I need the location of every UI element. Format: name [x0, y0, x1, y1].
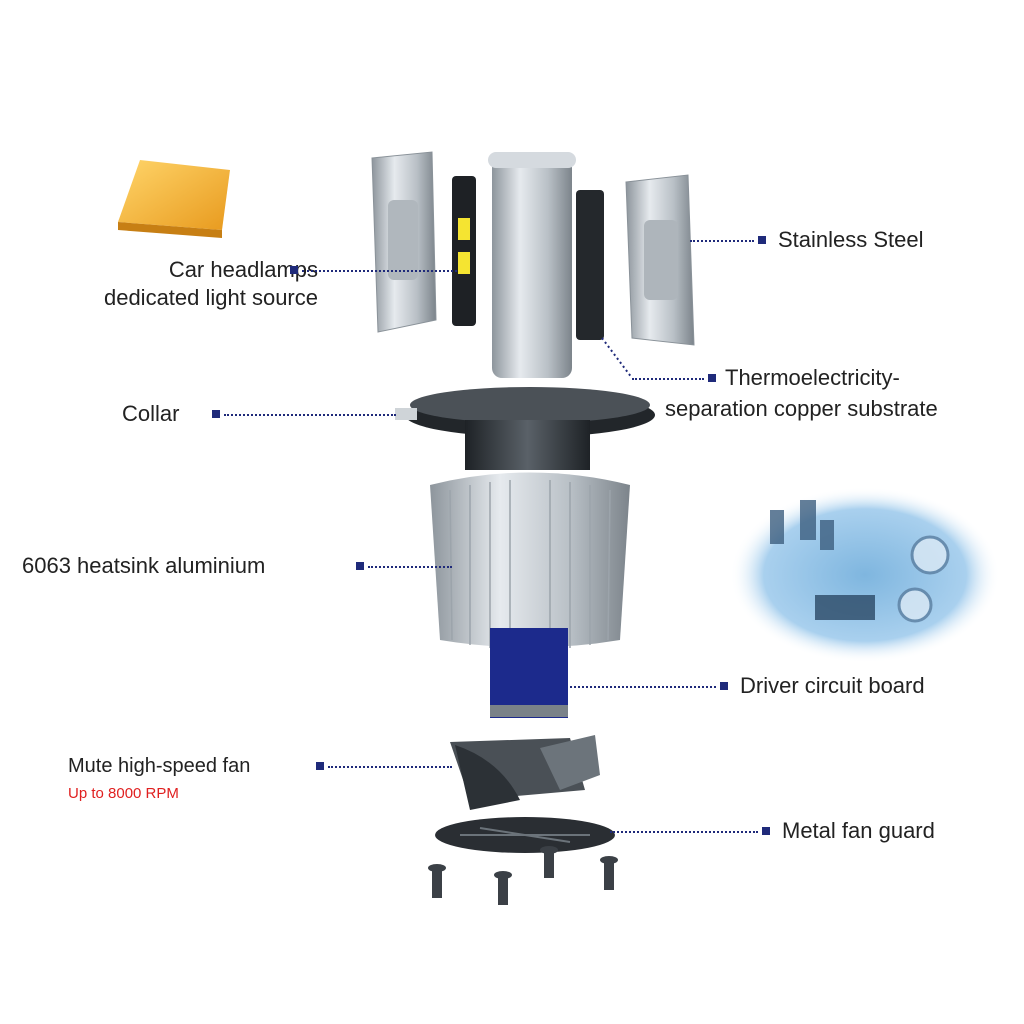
label-stainless-steel: Stainless Steel: [778, 227, 924, 252]
bullet-copper: [708, 374, 716, 382]
leader-stainless-steel: [690, 240, 754, 242]
bullet-light-source: [290, 266, 298, 274]
label-heatsink: 6063 heatsink aluminium: [22, 553, 266, 578]
label-fan-rpm: Up to 8000 RPM: [68, 785, 179, 802]
label-light-source-line2: dedicated light source: [103, 285, 318, 310]
screws: [428, 846, 618, 905]
leader-driver: [570, 686, 716, 688]
circuit-board-photo: [730, 487, 1000, 663]
leader-collar: [224, 414, 396, 416]
label-copper-line2: separation copper substrate: [665, 396, 938, 421]
label-fan: Mute high-speed fan: [68, 755, 251, 777]
bullet-fan: [316, 762, 324, 770]
label-collar: Collar: [122, 401, 180, 426]
bullet-stainless-steel: [758, 236, 766, 244]
fan: [450, 735, 600, 810]
bullet-fan-guard: [762, 827, 770, 835]
leader-heatsink: [368, 566, 452, 568]
label-light-source-line1: Car headlamps: [168, 257, 318, 282]
bullet-heatsink: [356, 562, 364, 570]
bullet-driver: [720, 682, 728, 690]
leader-light-source: [302, 270, 457, 272]
label-fan-guard: Metal fan guard: [782, 818, 935, 843]
leader-copper: [632, 378, 704, 380]
bulb-body: [492, 158, 572, 378]
label-copper-line1: Thermoelectricity-: [725, 365, 900, 390]
driver-board: [490, 628, 568, 718]
led-chip-image: [118, 160, 230, 238]
bullet-collar: [212, 410, 220, 418]
label-driver: Driver circuit board: [740, 673, 925, 698]
label-light-source: Car headlamps dedicated light source: [104, 256, 318, 312]
heatsink: [430, 472, 630, 648]
leader-fan: [328, 766, 452, 768]
leader-fan-guard: [610, 831, 758, 833]
copper-substrate-left: [452, 176, 476, 326]
copper-substrate-right: [576, 190, 604, 340]
